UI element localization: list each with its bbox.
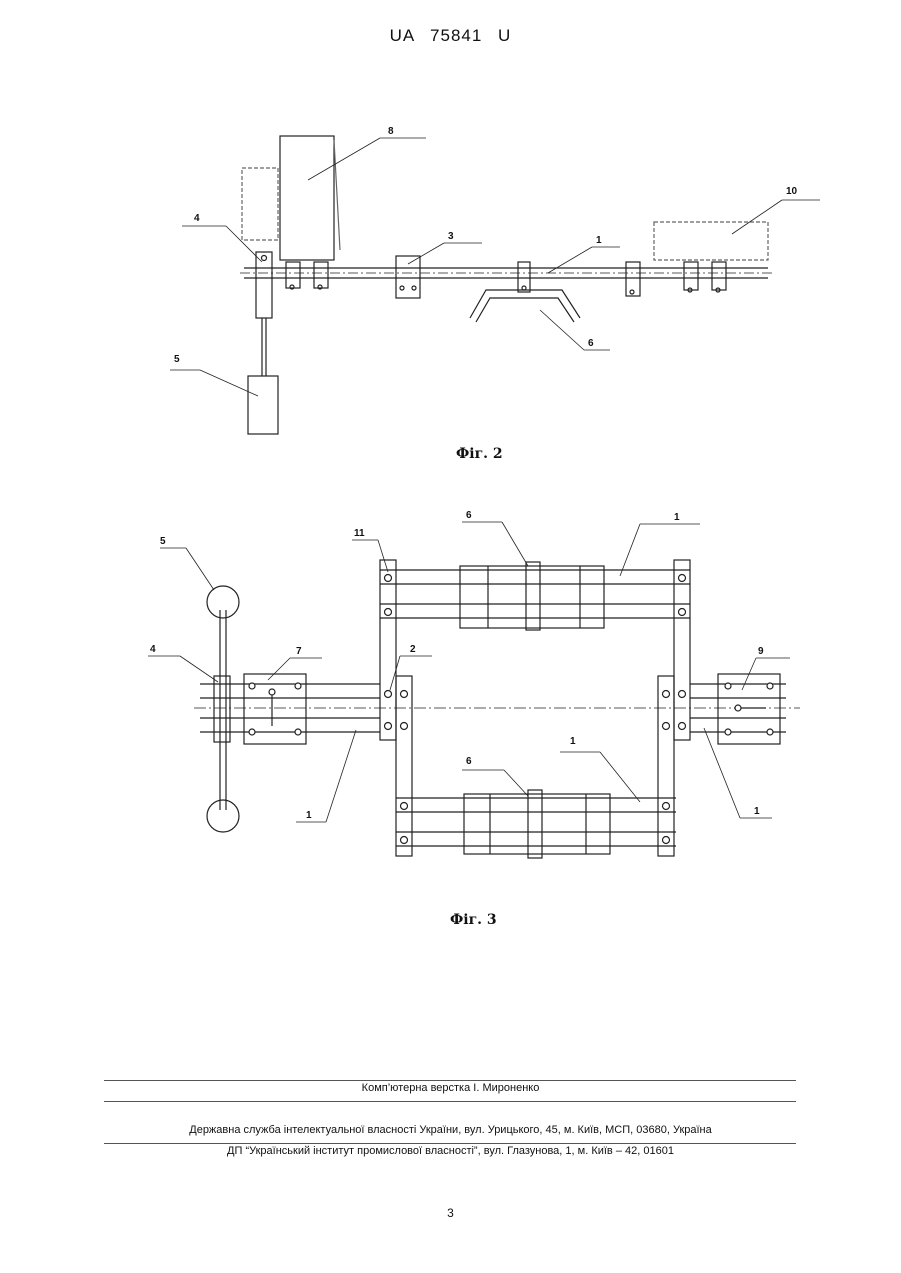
label-6-top: 6 xyxy=(466,510,472,521)
figure-3-drawing: 5 11 6 1 4 7 2 9 1 6 1 1 xyxy=(0,0,901,900)
figure-3-caption: Фіг. 3 xyxy=(450,912,497,928)
footer-rule-3 xyxy=(104,1143,796,1144)
agency-address: Державна служба інтелектуальної власност… xyxy=(0,1124,901,1136)
label-1-right: 1 xyxy=(754,806,760,817)
knob-5-top xyxy=(207,586,239,618)
label-2: 2 xyxy=(410,644,416,655)
institute-address: ДП “Український інститут промислової вла… xyxy=(0,1145,901,1157)
knob-5-bottom xyxy=(207,800,239,832)
label-1-middle: 1 xyxy=(570,736,576,747)
clamp-6-bottom xyxy=(528,790,542,858)
layout-credit: Комп’ютерна верстка І. Мироненко xyxy=(0,1082,901,1094)
footer-rule-2 xyxy=(104,1101,796,1102)
bar-11 xyxy=(380,560,396,740)
label-1-left: 1 xyxy=(306,810,312,821)
label-5: 5 xyxy=(160,536,166,547)
label-6-bottom: 6 xyxy=(466,756,472,767)
label-9: 9 xyxy=(758,646,764,657)
page-number: 3 xyxy=(0,1206,901,1220)
clamp-6-top xyxy=(526,562,540,630)
label-4: 4 xyxy=(150,644,156,655)
label-7: 7 xyxy=(296,646,302,657)
label-1-top: 1 xyxy=(674,512,680,523)
label-11: 11 xyxy=(354,528,365,539)
footer-rule-1 xyxy=(104,1080,796,1081)
